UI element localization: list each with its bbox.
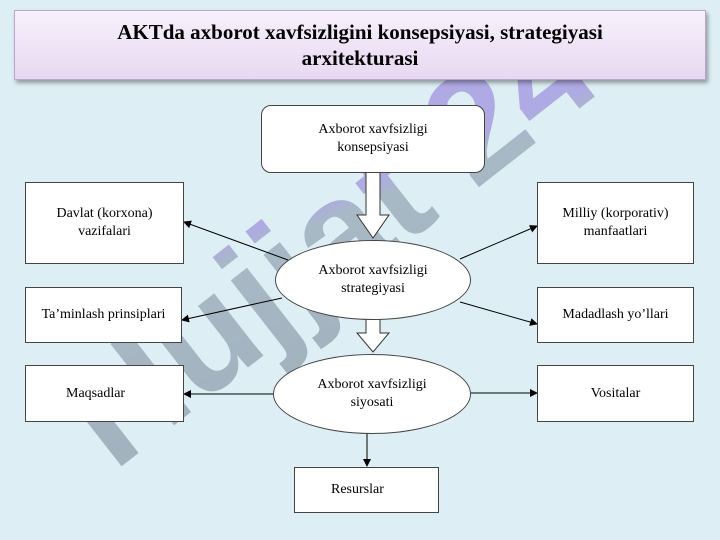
node-siyosat-label: Axborot xavfsizligi siyosati	[317, 377, 427, 410]
node-strategiya: Axborot xavfsizligi strategiyasi	[275, 240, 471, 320]
node-vositalar: Vositalar	[537, 365, 694, 422]
block-arrow-down-2	[355, 317, 391, 353]
node-vositalar-label: Vositalar	[590, 385, 641, 401]
node-taminlash: Ta’minlash prinsiplari	[25, 287, 182, 343]
node-maqsadlar: Maqsadlar	[25, 365, 184, 422]
node-konsepsiya-label: Axborot xavfsizligi konsepsiyasi	[318, 122, 428, 155]
node-taminlash-label: Ta’minlash prinsiplari	[41, 307, 166, 322]
arrow-to-milliy	[459, 225, 538, 260]
node-resurslar-label: Resurslar	[331, 482, 384, 497]
node-milliy-label: Milliy (korporativ) manfaatlari	[562, 206, 669, 239]
arrow-to-madadlash	[459, 301, 538, 326]
node-milliy: Milliy (korporativ) manfaatlari	[537, 182, 694, 264]
arrow-to-davlat	[183, 220, 289, 261]
block-arrow-down-1	[356, 171, 390, 239]
node-strategiya-label: Axborot xavfsizligi strategiyasi	[318, 263, 428, 296]
node-resurslar: Resurslar	[294, 467, 439, 513]
title-banner: AKTda axborot xavfsizligini konsepsiyasi…	[14, 10, 706, 80]
node-madadlash: Madadlash yo’llari	[537, 287, 694, 343]
node-siyosat: Axborot xavfsizligi siyosati	[273, 354, 471, 434]
arrow-to-taminlash	[181, 297, 283, 323]
node-davlat-label: Davlat (korxona) vazifalari	[56, 206, 153, 239]
page-title: AKTda axborot xavfsizligini konsepsiyasi…	[117, 20, 603, 70]
node-davlat: Davlat (korxona) vazifalari	[25, 182, 184, 264]
node-maqsadlar-label: Maqsadlar	[66, 385, 126, 401]
node-konsepsiya: Axborot xavfsizligi konsepsiyasi	[261, 105, 485, 173]
node-madadlash-label: Madadlash yo’llari	[562, 307, 669, 322]
